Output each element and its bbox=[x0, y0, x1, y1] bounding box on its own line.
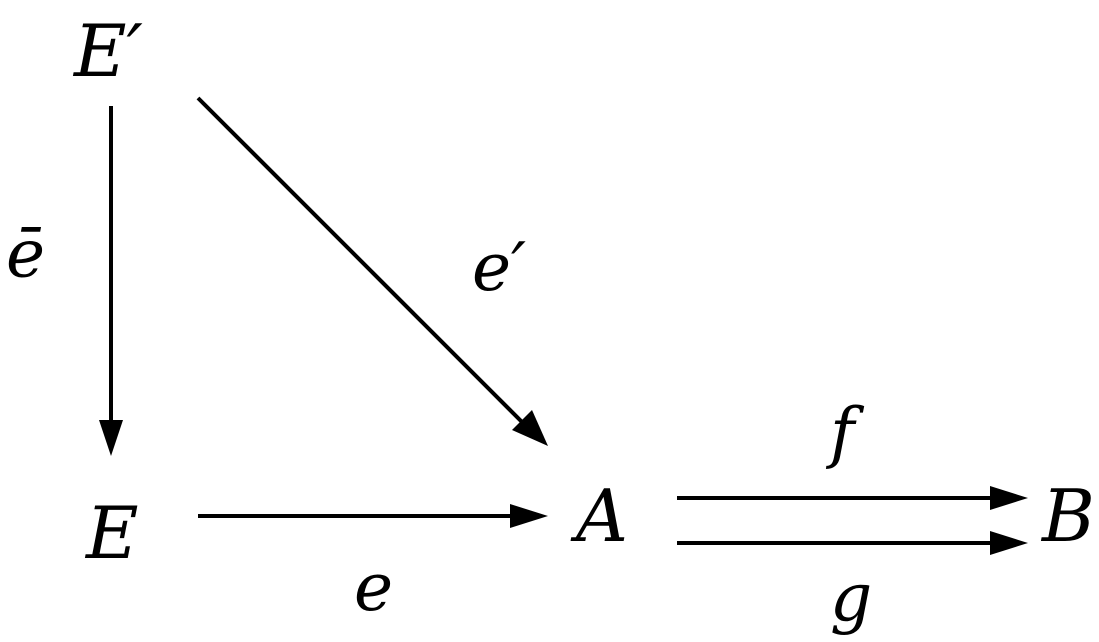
arrow-eprime-shaft bbox=[196, 96, 530, 430]
arrow-g-head bbox=[990, 531, 1028, 555]
object-A: A bbox=[576, 474, 628, 558]
label-e: e bbox=[354, 549, 394, 626]
label-e-bar: ē bbox=[6, 216, 46, 293]
object-E-prime: E′ bbox=[74, 9, 143, 93]
arrow-ebar-head bbox=[99, 420, 123, 456]
object-B: B bbox=[1042, 474, 1095, 558]
arrow-f-head bbox=[990, 486, 1028, 510]
label-f: f bbox=[830, 394, 855, 471]
object-E: E bbox=[86, 491, 139, 575]
label-e-prime: e′ bbox=[472, 229, 527, 306]
arrow-eprime-head bbox=[512, 410, 548, 446]
arrow-e-head bbox=[510, 504, 548, 528]
label-g: g bbox=[830, 559, 873, 636]
